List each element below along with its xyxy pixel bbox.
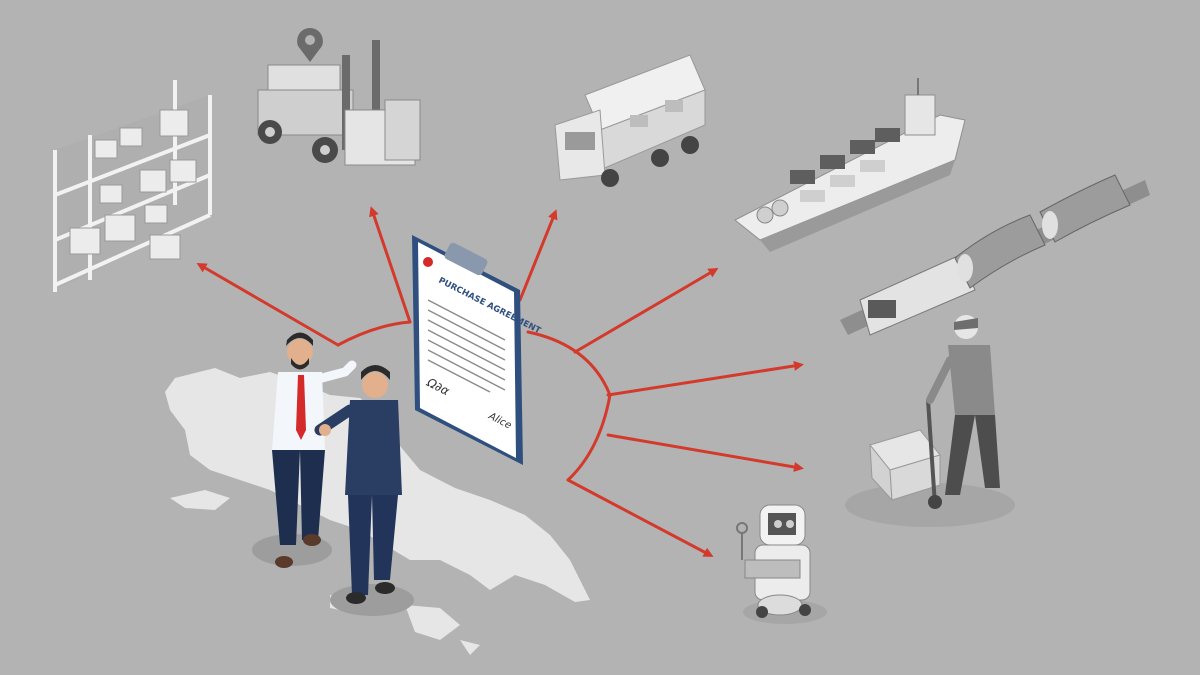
businessman-left bbox=[272, 332, 357, 568]
warehouse-shelf-icon bbox=[53, 80, 212, 292]
flow-arrows bbox=[196, 206, 804, 557]
forklift-icon bbox=[257, 28, 421, 166]
cargo-ship-icon bbox=[734, 78, 966, 252]
arrow-to-courier-bottom bbox=[606, 433, 804, 472]
businessmen-handshake-icon bbox=[252, 332, 414, 616]
arrow-to-robot bbox=[566, 478, 714, 557]
arrow-to-ship-train bbox=[573, 267, 719, 354]
delivery-truck-icon bbox=[554, 54, 706, 187]
courier-hand-truck-icon bbox=[845, 315, 1015, 527]
businessman-right bbox=[314, 365, 402, 604]
arrow-right-curve bbox=[526, 330, 612, 482]
arrow-to-truck bbox=[518, 209, 558, 302]
arrow-to-warehouse bbox=[196, 262, 340, 347]
purchase-agreement-clipboard: PURCHASE AGREEMENT Ω∂α Alice bbox=[412, 235, 542, 465]
freight-train-icon bbox=[840, 174, 1150, 336]
arrow-arc bbox=[336, 320, 412, 347]
arrow-to-forklift bbox=[369, 206, 412, 324]
arrow-to-courier-top bbox=[606, 360, 804, 397]
delivery-robot-icon bbox=[736, 504, 827, 624]
